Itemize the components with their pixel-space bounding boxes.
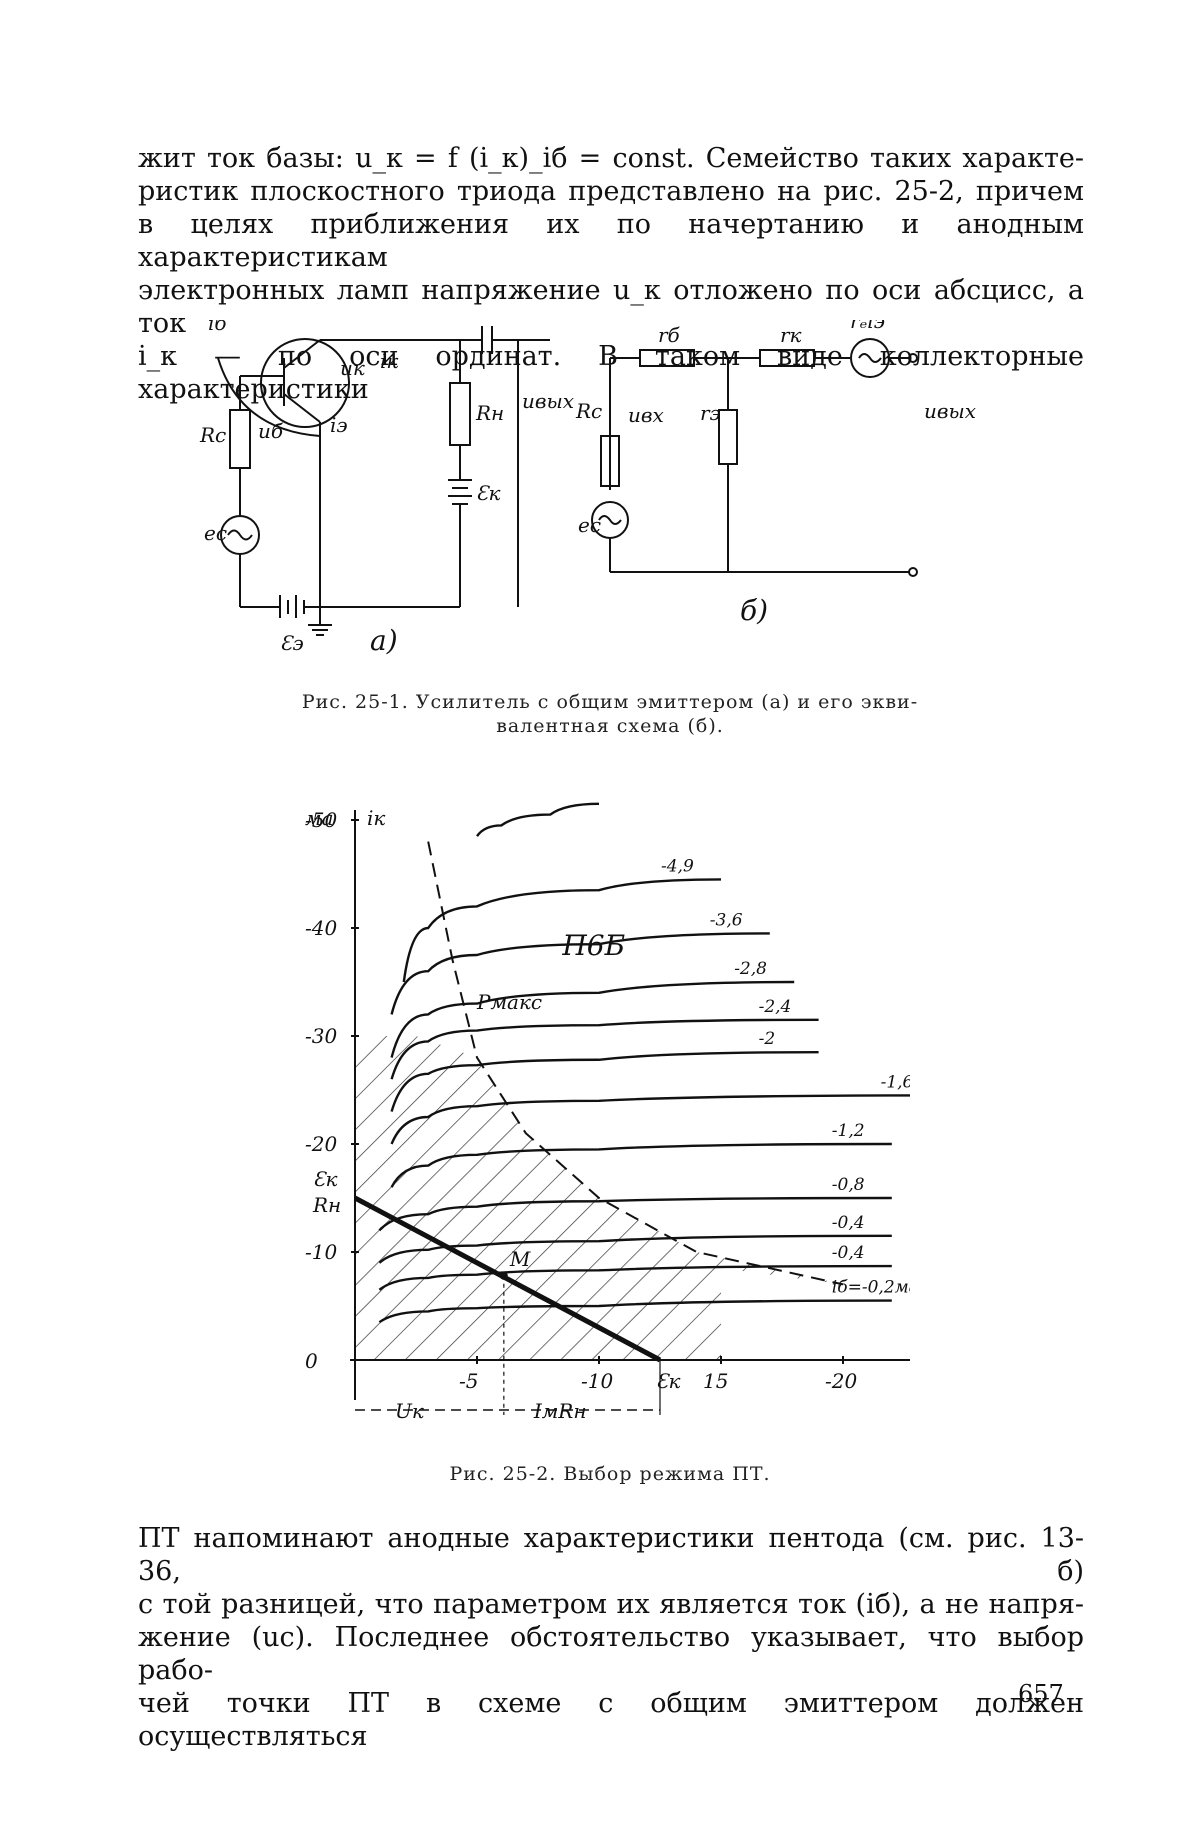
curve-series [390, 1142, 892, 1188]
curve-label: -4,9 [661, 856, 694, 876]
label-ec-b: eс [578, 513, 601, 537]
paragraph-bottom: ПТ напоминают анодные характеристики пен… [138, 1522, 1084, 1753]
curve-series [390, 1018, 819, 1080]
text-line: жение (uс). Последнее обстоятельство ука… [138, 1622, 1084, 1686]
uk-dimension-label: Uк [395, 1399, 424, 1423]
curve-label: -2,8 [734, 959, 767, 979]
resistor-rk [759, 349, 815, 367]
x-tick-label: -10 [581, 1369, 613, 1393]
curve-series [378, 1234, 892, 1264]
label-ek: Ɛк [476, 481, 500, 505]
label-rc-b: Rс [575, 399, 602, 423]
resistor-re [718, 409, 738, 465]
pmax-curve [427, 841, 844, 1286]
label-rc: Rс [199, 423, 226, 447]
label-uout: uвых [522, 389, 574, 413]
text-line: с той разницей, что параметром их являет… [138, 1589, 1084, 1620]
resistor-rn [449, 382, 471, 446]
curve-series [378, 1299, 892, 1324]
label-uin: uвх [628, 403, 664, 427]
operating-point-label: M [509, 1247, 531, 1271]
y-tick-label: -30 [305, 1024, 337, 1048]
imrn-dimension-label: IмRн [533, 1399, 587, 1423]
curve-label: -3,6 [710, 910, 743, 930]
y-tick-label: -50 [305, 808, 337, 832]
y-tick-label: 0 [305, 1349, 318, 1373]
text-line: чей точки ПТ в схеме с общим эмиттером д… [138, 1688, 1084, 1752]
curve-series [476, 802, 600, 837]
y-axis-label: iк [367, 806, 385, 830]
curve-label: iб=-0,2ма [832, 1278, 910, 1298]
label-uout-b: uвых [924, 399, 976, 423]
text-line: жит ток базы: u_к = f (i_к)_iб = const. … [138, 143, 1084, 174]
curve-label: -2 [759, 1029, 776, 1049]
page-number: 657 [1018, 1680, 1064, 1708]
label-ub: uб [258, 419, 284, 443]
transistor-name: П6Б [561, 929, 625, 962]
curve-series [390, 980, 795, 1058]
operating-point [499, 1271, 508, 1280]
x-tick-label: 15 [703, 1369, 728, 1393]
resistor-rc-b [600, 435, 620, 487]
figure-25-1: iб Rс eс uк iк uб iэ Rн uвых Ɛк Ɛэ a) rб… [199, 320, 976, 657]
label-uk: uк [340, 356, 365, 380]
curve-series [390, 932, 770, 1015]
caption-line: валентная схема (б). [496, 715, 724, 737]
label-rei: rₑiэ [850, 320, 885, 333]
curve-label: -0,8 [832, 1175, 865, 1195]
resistor-rb [639, 349, 695, 367]
label-ie: iэ [330, 413, 348, 437]
curve-series [390, 1094, 910, 1145]
label-ib: iб [208, 320, 227, 335]
label-rn: Rн [475, 401, 504, 425]
label-ee: Ɛэ [280, 631, 304, 655]
label-ec: eс [204, 521, 227, 545]
figure-25-2-chart: -6 -4,9 -3,6 -2,8 -2,4 -2 -1,6 -1,2 -0,8 -0,4 -0,4… [305, 790, 910, 1423]
x-tick-label: -5 [459, 1369, 478, 1393]
curve-label: -0,4 [832, 1213, 865, 1233]
curve-label: -2,4 [759, 997, 792, 1017]
curve-label: -6 [453, 790, 470, 793]
figure-25-2-caption: Рис. 25-2. Выбор режима ПТ. [449, 1463, 771, 1485]
curve-label: -1,2 [832, 1121, 865, 1141]
curve-series [378, 1264, 892, 1291]
label-a: a) [370, 624, 398, 657]
ek-label: Ɛк [656, 1369, 680, 1393]
paragraph-top: жит ток базы: u_к = f (i_к)_iб = const. … [138, 142, 1084, 406]
label-b: б) [740, 594, 768, 627]
label-rk: rк [780, 323, 802, 347]
curve-series [378, 1196, 892, 1232]
transistor-circle [260, 338, 350, 428]
text-line: ПТ напоминают анодные характеристики пен… [138, 1523, 1084, 1587]
curve-label: -0,4 [832, 1243, 865, 1263]
y-tick-label: -10 [305, 1240, 337, 1264]
ek-over-rn-top: Ɛк [313, 1167, 337, 1191]
caption-line: Рис. 25-1. Усилитель с общим эмиттером (… [301, 691, 919, 713]
resistor-rc [229, 409, 251, 469]
curve-label: -1,6 [881, 1072, 910, 1092]
curve-series [402, 878, 722, 983]
label-re: rэ [700, 401, 721, 425]
y-unit-label: ма [305, 806, 334, 830]
text-line: i_к — по оси ординат. В таком виде колле… [138, 341, 1084, 405]
text-line: в целях приближения их по начертанию и а… [138, 209, 1084, 273]
label-ik: iк [380, 349, 398, 373]
label-rb: rб [658, 323, 681, 347]
figure-25-1-caption: Рис. 25-1. Усилитель с общим эмиттером (… [240, 690, 980, 738]
y-tick-label: -40 [305, 916, 337, 940]
ek-over-rn-bottom: Rн [312, 1193, 341, 1217]
y-tick-label: -20 [305, 1132, 337, 1156]
curve-series [390, 1051, 819, 1112]
load-line [353, 1195, 662, 1363]
text-line: электронных ламп напряжение u_к отложено… [138, 275, 1084, 339]
text-line: ристик плоскостного триода представлено … [138, 176, 1084, 207]
x-tick-label: -20 [825, 1369, 857, 1393]
pmax-label: Pмакс [476, 990, 542, 1014]
